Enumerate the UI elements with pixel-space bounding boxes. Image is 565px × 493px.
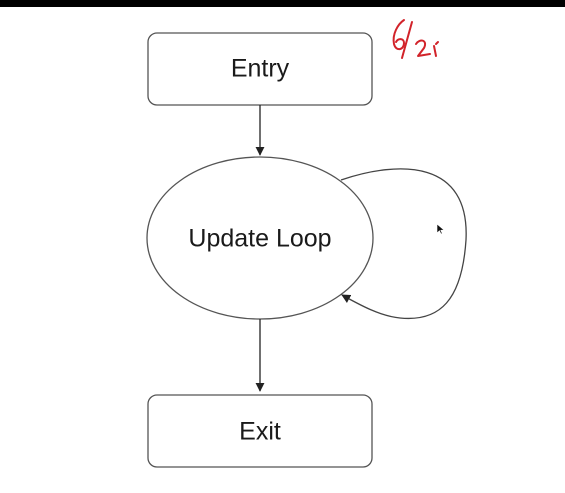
mouse-pointer-icon — [436, 223, 445, 235]
exit-node-box — [147, 394, 373, 468]
exit-node[interactable]: Exit — [147, 394, 373, 468]
entry-label: Entry — [231, 55, 290, 83]
entry-node[interactable]: Entry — [147, 32, 373, 106]
update-loop-label: Update Loop — [188, 225, 331, 253]
top-bar — [0, 0, 565, 7]
exit-label: Exit — [239, 418, 281, 446]
update-loop-node[interactable]: Update Loop — [146, 156, 374, 320]
edge-update-loop-self-loop — [340, 168, 467, 320]
handwritten-annotation — [392, 19, 439, 59]
